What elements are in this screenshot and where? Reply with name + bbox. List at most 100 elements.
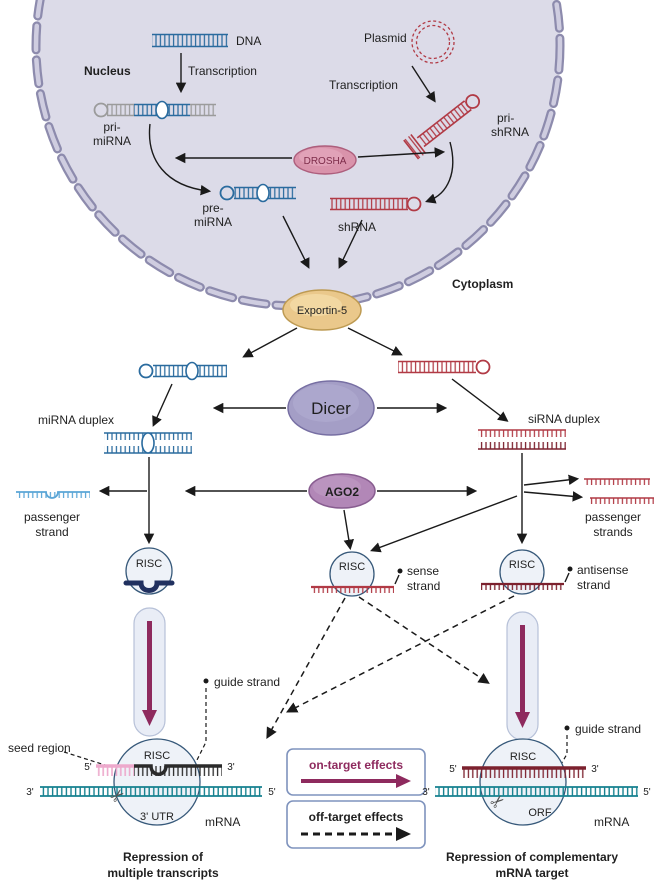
dna-strand xyxy=(152,33,228,48)
pri-shrna-label-2: shRNA xyxy=(491,125,529,139)
plasmid-label: Plasmid xyxy=(364,31,407,45)
exportin-5: Exportin-5 xyxy=(282,289,362,331)
passenger-left-label-1: passenger xyxy=(24,510,80,524)
risc-antisense: RISC xyxy=(481,549,573,595)
ago2-label: AGO2 xyxy=(325,485,359,499)
antisense-strand-label-1: antisense xyxy=(577,563,629,577)
pri-mirna-structure xyxy=(93,100,216,120)
pre-mirna-label-1: pre- xyxy=(202,201,223,215)
cytoplasmic-shrna-hairpin xyxy=(398,359,491,375)
purple-arrowhead xyxy=(515,712,530,728)
arrow-ago2-to-sense-risc xyxy=(343,509,355,551)
on-target-process-left xyxy=(133,607,166,737)
mirna-duplex-label: miRNA duplex xyxy=(38,413,114,427)
arrow-hairpin-to-mirna-duplex xyxy=(152,383,173,427)
cytoplasm-label: Cytoplasm xyxy=(452,277,513,291)
repression-right-line2: mRNA target xyxy=(496,866,569,880)
antisense-callout-line xyxy=(564,572,570,583)
sirna-duplex-label: siRNA duplex xyxy=(528,412,600,426)
guide-strand-label-right: guide strand xyxy=(575,722,641,736)
purple-arrowhead xyxy=(142,710,157,726)
risc-mirna-label: RISC xyxy=(136,558,162,570)
legend-on-target-label: on-target effects xyxy=(309,758,403,772)
bullet-dot xyxy=(564,725,570,731)
passenger-strands-right xyxy=(584,478,654,504)
mrna-complex-right: RISC 5' 3' 3' 5' ✂ ORF mRNA xyxy=(422,738,651,829)
legend-off-target-label: off-target effects xyxy=(309,810,404,824)
dashed-arrow-antisense-to-left xyxy=(285,595,515,713)
dna-label: DNA xyxy=(236,34,261,48)
sense-strand-label-2: strand xyxy=(407,579,440,593)
arrow-pre-mirna-to-exportin xyxy=(282,215,310,269)
bullet-dot xyxy=(567,566,573,572)
mirna-guide-strand xyxy=(123,580,175,593)
repression-left-line2: multiple transcripts xyxy=(107,866,219,880)
arrow-to-passenger-right-1 xyxy=(523,474,580,486)
ago2-enzyme: AGO2 xyxy=(308,473,376,509)
three-prime-label: 3' xyxy=(422,787,430,798)
on-target-process-right xyxy=(506,611,539,741)
arrow-pri-shrna-to-shrna xyxy=(425,141,454,204)
arrow-pri-to-pre-mirna xyxy=(148,123,212,196)
off-target-arrows xyxy=(266,595,515,739)
mrna-label-left: mRNA xyxy=(205,815,240,829)
orf-label: ORF xyxy=(528,807,552,819)
mrna-label-right: mRNA xyxy=(594,815,629,829)
guide-strand-callout-left xyxy=(195,678,209,763)
three-prime-label: 3' xyxy=(26,787,34,798)
repression-left-line1: Repression of xyxy=(123,850,204,864)
bullet-dot xyxy=(397,568,403,574)
sense-callout-line xyxy=(394,574,400,585)
risc-sense-label: RISC xyxy=(339,561,365,573)
guide-strand-label-left: guide strand xyxy=(214,675,280,689)
shrna-label: shRNA xyxy=(338,220,376,234)
legend-dashed-arrowhead xyxy=(396,827,411,841)
legend-on-target-box xyxy=(286,748,426,796)
risc-left-bottom-label: RISC xyxy=(144,750,170,762)
nucleus-label: Nucleus xyxy=(84,64,131,78)
arrow-sirna-to-sense-risc xyxy=(370,495,518,553)
antisense-strand-label-2: strand xyxy=(577,578,610,592)
exportin-5-label: Exportin-5 xyxy=(297,305,347,317)
five-prime-label: 5' xyxy=(84,762,92,773)
dashed-arrow-sense-to-right xyxy=(358,596,490,684)
risc-right-bottom-label: RISC xyxy=(510,751,536,763)
arrow-drosha-to-pri-shrna xyxy=(357,147,446,158)
drosha-enzyme: DROSHA xyxy=(293,145,357,175)
pri-mirna-label-1: pri- xyxy=(103,120,120,134)
mrna-complex-left: RISC 5' 3' 3' 5' ✂ 3' UTR mRNA xyxy=(26,738,276,829)
transcription-label-left: Transcription xyxy=(188,64,257,78)
passenger-strand-left xyxy=(16,491,90,499)
dashed-arrow-sense-to-left xyxy=(266,597,346,739)
mirna-duplex xyxy=(104,432,192,454)
three-prime-label: 3' xyxy=(591,764,599,775)
three-prime-label: 3' xyxy=(227,762,235,773)
legend-off-target-box xyxy=(286,800,426,849)
pre-mirna-label-2: miRNA xyxy=(194,215,232,229)
arrow-exportin-to-mirna xyxy=(242,327,298,358)
five-prime-label: 5' xyxy=(268,787,276,798)
arrow-shrna-to-exportin xyxy=(338,219,363,269)
dicer-enzyme: Dicer xyxy=(287,380,375,436)
flow-arrows xyxy=(98,53,584,553)
sense-strand-label-1: sense xyxy=(407,564,439,578)
seed-region-callout-line xyxy=(63,751,109,767)
transcription-label-right: Transcription xyxy=(329,78,398,92)
passenger-left-label-2: strand xyxy=(35,525,68,539)
dicer-label: Dicer xyxy=(311,399,351,418)
shrna-structure xyxy=(330,196,422,212)
passenger-right-label-2: strands xyxy=(593,525,632,539)
plasmid xyxy=(411,20,455,64)
pre-mirna-structure xyxy=(219,183,296,203)
five-prime-label: 5' xyxy=(449,764,457,775)
sirna-duplex xyxy=(478,429,566,450)
arrow-plasmid-transcription xyxy=(411,65,436,103)
utr-label: 3' UTR xyxy=(140,811,174,823)
five-prime-label: 5' xyxy=(643,787,651,798)
arrow-hairpin-to-sirna-duplex xyxy=(451,378,509,422)
bullet-dot xyxy=(203,678,209,684)
repression-right-line1: Repression of complementary xyxy=(446,850,618,864)
seed-region-label: seed region xyxy=(8,741,71,755)
